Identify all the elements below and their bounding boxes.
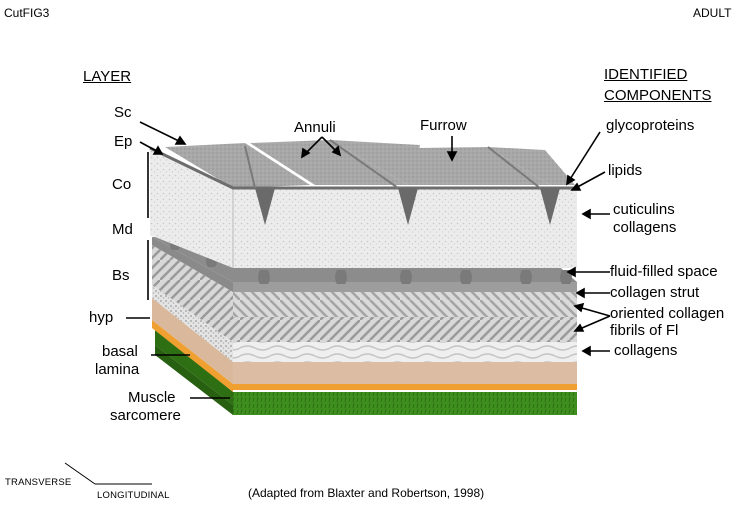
collagen-struts [170,240,572,284]
transverse-label: TRANSVERSE [5,477,72,488]
layer-label-co: Co [112,176,132,193]
component-collagen-strut: collagen strut [610,284,700,301]
layer-label-sc: Sc [114,104,132,121]
component-cuticulins: cuticulins [613,201,675,218]
annuli-label: Annuli [294,119,336,136]
basal-collagen-layer [152,285,577,362]
layer-label-ep: Ep [114,133,133,150]
component-collagens-cortical: collagens [613,219,677,236]
stage-label: ADULT [693,6,732,20]
figure-id-label: CutFIG3 [4,6,50,20]
fibril-layers [152,245,577,342]
layer-label-bs: Bs [112,267,130,284]
surface-annuli [149,139,577,225]
layer-label-sarcomere: sarcomere [110,407,181,424]
component-glycoproteins: glycoproteins [606,117,695,134]
layer-label-basal: basal [102,343,138,360]
component-collagens-basal: collagens [614,342,678,359]
pointer-lines [64,121,611,485]
component-oriented-line2: fibrils of Fl [610,322,679,339]
longitudinal-label: LONGITUDINAL [97,490,170,501]
component-fluid-space: fluid-filled space [610,263,718,280]
components-heading-line2: COMPONENTS [604,87,712,104]
components-heading-line1: IDENTIFIED [604,66,688,83]
furrow-label: Furrow [420,117,467,134]
citation: (Adapted from Blaxter and Robertson, 199… [248,486,485,500]
layer-label-md: Md [112,221,133,238]
hypodermis-layer [152,298,577,384]
component-lipids: lipids [608,162,643,179]
layer-label-lamina: lamina [95,361,140,378]
basal-lamina-layer [152,320,577,392]
component-oriented-line1: oriented collagen [610,305,725,322]
layer-label-muscle: Muscle [128,389,176,406]
layer-label-hyp: hyp [89,309,114,326]
layer-heading: LAYER [83,68,132,85]
